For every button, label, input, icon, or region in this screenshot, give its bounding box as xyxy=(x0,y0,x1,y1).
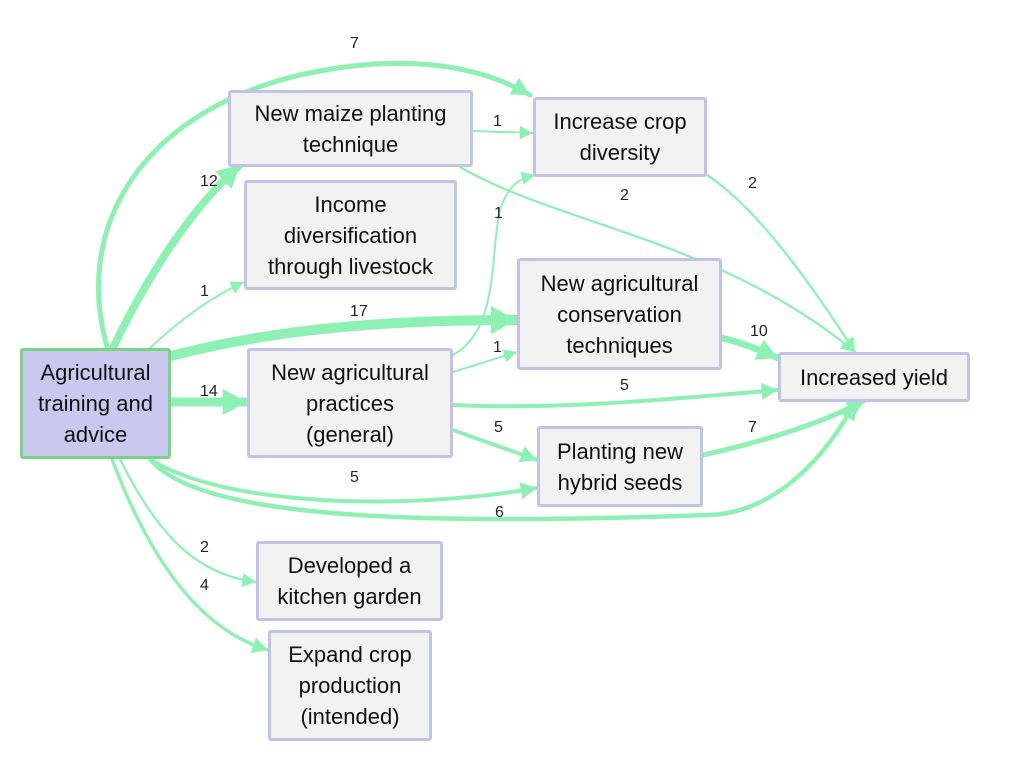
edge-training-maize xyxy=(108,161,244,354)
arrowhead-training-kitchen xyxy=(241,573,256,588)
arrowhead-training-practices xyxy=(222,388,247,416)
edge-label-hybrid-yield: 7 xyxy=(748,419,757,436)
edge-diversity-yield xyxy=(705,173,857,354)
edge-training-diversity xyxy=(96,60,533,353)
edge-training-livestock xyxy=(149,281,245,349)
arrowhead-maize-diversity xyxy=(519,125,533,140)
edge-label-maize-yield: 2 xyxy=(620,187,629,204)
node-agricultural-training-and-advice[interactable]: Agricultural training and advice xyxy=(20,348,171,459)
arrowhead-practices-diversity xyxy=(520,171,535,185)
arrowhead-practices-yield xyxy=(761,382,778,400)
edge-layer xyxy=(96,60,868,654)
node-increased-yield[interactable]: Increased yield xyxy=(778,352,970,402)
edge-label-training-kitchen: 2 xyxy=(200,539,209,556)
edge-practices-diversity xyxy=(452,174,536,356)
edge-label-training-diversity: 7 xyxy=(350,35,359,52)
node-expand-crop-production[interactable]: Expand crop production (intended) xyxy=(268,630,432,741)
arrowhead-training-livestock xyxy=(229,281,244,294)
edge-training-kitchen xyxy=(118,457,258,584)
node-planting-new-hybrid-seeds[interactable]: Planting new hybrid seeds xyxy=(537,426,703,507)
edge-label-maize-diversity: 1 xyxy=(493,113,502,130)
node-income-diversification-through-livestock[interactable]: Income diversification through livestock xyxy=(244,180,457,290)
edge-label-practices-diversity: 1 xyxy=(494,205,503,222)
arrowhead-training-diversity xyxy=(509,77,530,95)
edge-label-diversity-yield: 2 xyxy=(748,175,757,192)
edge-label-training-yield: 6 xyxy=(495,504,504,521)
node-developed-a-kitchen-garden[interactable]: Developed a kitchen garden xyxy=(256,541,443,621)
arrowhead-practices-conservation xyxy=(502,349,517,363)
edge-label-training-expand: 4 xyxy=(200,577,209,594)
edge-label-training-hybrid: 5 xyxy=(350,469,359,486)
edge-training-yield xyxy=(147,399,858,522)
edge-label-training-maize: 12 xyxy=(200,173,218,190)
edge-training-hybrid xyxy=(148,457,539,504)
node-new-agricultural-practices[interactable]: New agricultural practices (general) xyxy=(247,348,453,458)
arrowhead-training-maize xyxy=(215,165,240,190)
arrowhead-training-expand xyxy=(250,637,268,654)
arrowhead-practices-hybrid xyxy=(518,446,537,463)
edge-practices-yield xyxy=(451,388,780,409)
edge-label-conservation-yield: 10 xyxy=(750,323,768,340)
edge-label-training-conservation: 17 xyxy=(350,303,368,320)
edge-maize-yield xyxy=(458,165,857,354)
arrowhead-conservation-yield xyxy=(754,339,778,360)
arrowhead-training-conservation xyxy=(490,306,517,335)
arrowhead-training-hybrid xyxy=(519,482,537,500)
edge-label-practices-yield: 5 xyxy=(620,377,629,394)
node-increase-crop-diversity[interactable]: Increase crop diversity xyxy=(533,97,707,177)
edge-training-conservation xyxy=(166,315,522,361)
node-new-agricultural-conservation-techniques[interactable]: New agricultural conservation techniques xyxy=(517,258,722,370)
arrowhead-hybrid-yield xyxy=(844,400,865,418)
node-new-maize-planting-technique[interactable]: New maize planting technique xyxy=(228,90,473,167)
arrowhead-diversity-yield xyxy=(841,336,855,352)
edge-label-training-practices: 14 xyxy=(200,383,218,400)
edge-label-practices-conservation: 1 xyxy=(493,339,502,356)
edge-label-practices-hybrid: 5 xyxy=(494,419,503,436)
edge-training-expand xyxy=(110,457,270,652)
edge-label-training-livestock: 1 xyxy=(200,283,209,300)
